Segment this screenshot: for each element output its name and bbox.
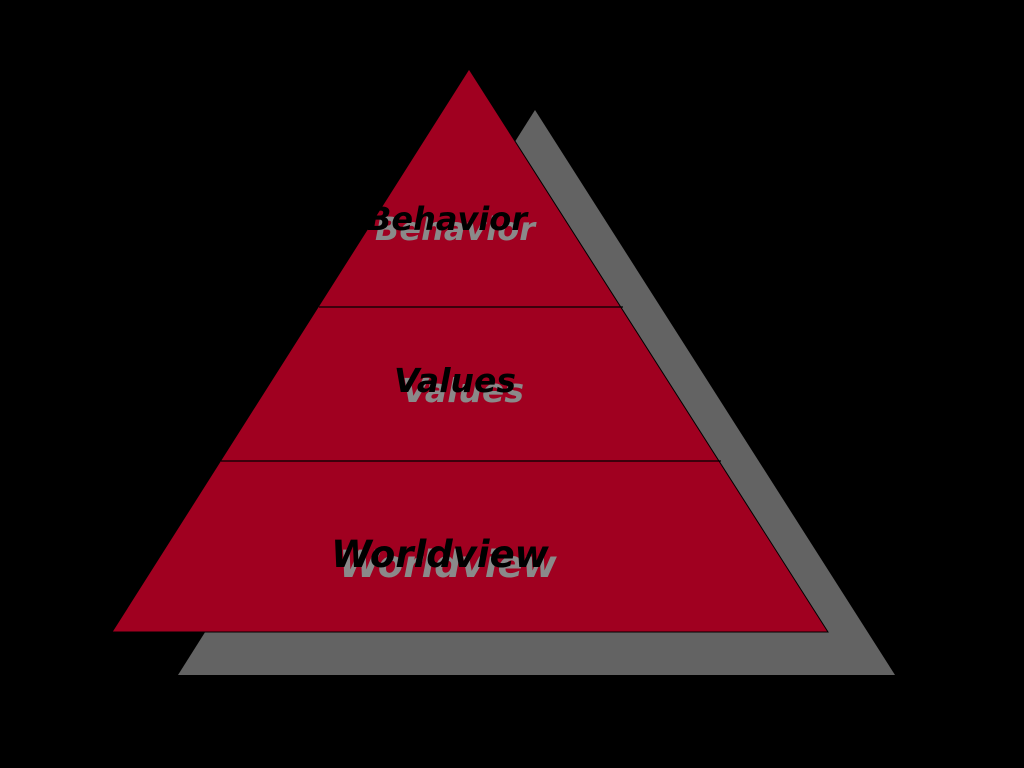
pyramid-triangle bbox=[111, 68, 829, 633]
tier-values-label: Values bbox=[394, 361, 516, 400]
tier-worldview: Worldview Worldview bbox=[331, 533, 558, 586]
tier-worldview-label-shadow: Worldview bbox=[339, 543, 558, 586]
tier-values: Values Values bbox=[394, 361, 524, 410]
tier-behavior-label-shadow: Behavior bbox=[375, 210, 537, 248]
tier-values-label-shadow: Values bbox=[402, 371, 524, 410]
tier-behavior: Behavior Behavior bbox=[367, 200, 537, 248]
tier-behavior-label: Behavior bbox=[367, 200, 529, 238]
tier-worldview-label: Worldview bbox=[331, 533, 550, 576]
